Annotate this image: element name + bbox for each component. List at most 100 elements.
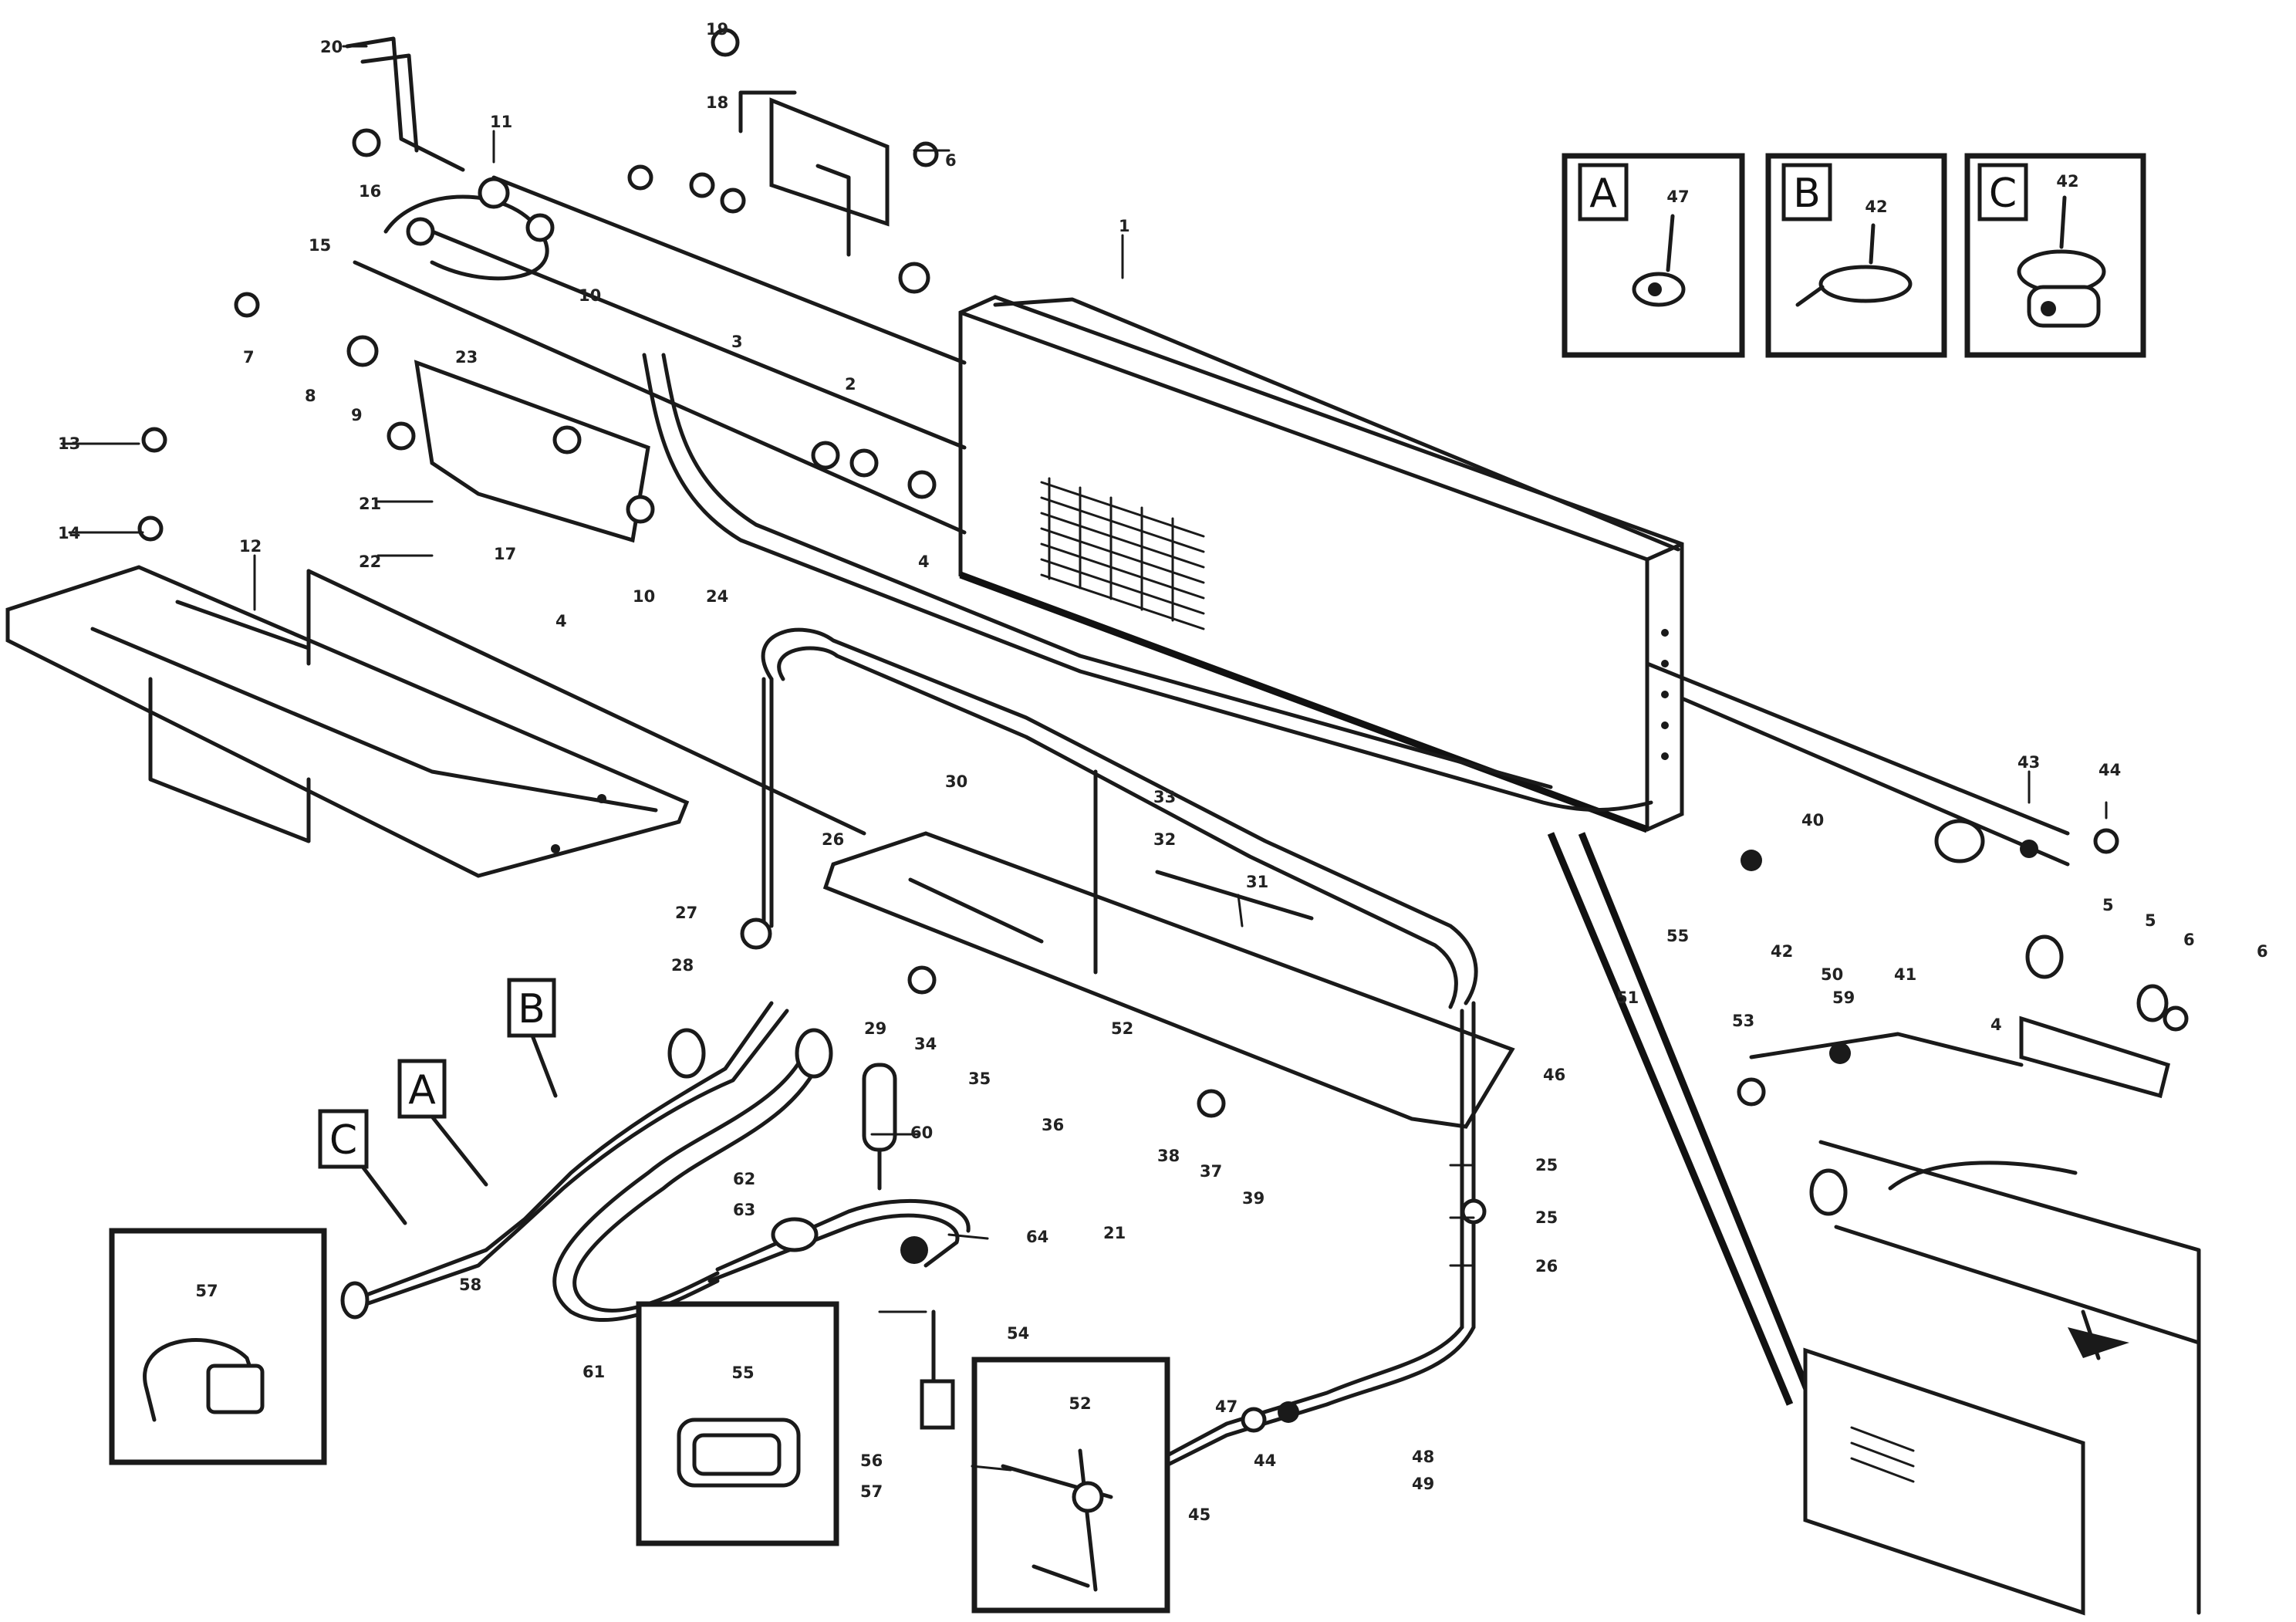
part-label: 38 xyxy=(1157,1147,1180,1165)
part-label: 5 xyxy=(2145,911,2156,930)
u-tube xyxy=(761,627,1478,1330)
legend-part-a: 47 xyxy=(1666,188,1689,206)
legend-part-b: 42 xyxy=(1865,198,1887,216)
part-label: 39 xyxy=(1242,1189,1264,1208)
part-label: 36 xyxy=(1042,1116,1064,1134)
part-label: 53 xyxy=(1732,1012,1754,1030)
part-label: 60 xyxy=(910,1124,933,1142)
part-label: 51 xyxy=(1616,988,1639,1007)
part-label: 64 xyxy=(1026,1228,1048,1246)
part-label: 15 xyxy=(309,236,331,255)
part-label: 45 xyxy=(1188,1505,1210,1524)
part-label: 52 xyxy=(1111,1019,1133,1038)
part-label: 25 xyxy=(1535,1208,1558,1227)
part-label: 19 xyxy=(706,20,728,39)
part-label: 26 xyxy=(1535,1257,1558,1276)
part-label: 59 xyxy=(1832,988,1855,1007)
part-label: 42 xyxy=(1771,942,1793,961)
part-label: 55 xyxy=(1666,927,1689,945)
legend-letter-c: C xyxy=(1989,171,2017,217)
part-label: 10 xyxy=(633,587,655,606)
detail-number-middle: 55 xyxy=(731,1363,754,1382)
part-label: 43 xyxy=(2017,753,2040,772)
legend-letter-b: B xyxy=(1793,171,1821,217)
part-label: 22 xyxy=(359,552,381,571)
part-label: 8 xyxy=(305,387,316,405)
part-label: 16 xyxy=(359,182,381,201)
callout-letter-b: B xyxy=(518,986,545,1032)
part-label: 5 xyxy=(2102,896,2114,914)
part-label: 10 xyxy=(579,286,601,305)
legend-box-a: A 47 xyxy=(1562,153,1745,358)
detail-number-left: 57 xyxy=(195,1282,218,1300)
lower-hoses xyxy=(340,1001,1476,1468)
detail-box-left: 57 xyxy=(109,1228,327,1465)
part-label: 44 xyxy=(1254,1451,1276,1470)
part-label: 11 xyxy=(490,113,512,131)
fasteners xyxy=(137,28,2189,1433)
part-label: 62 xyxy=(733,1170,755,1188)
part-label: 2 xyxy=(845,375,856,394)
part-label: 6 xyxy=(945,151,957,170)
detail-box-middle: 55 xyxy=(636,1301,839,1546)
part-label: 54 xyxy=(1007,1324,1029,1343)
legend-letter-a: A xyxy=(1589,171,1617,217)
left-guard xyxy=(5,565,690,878)
right-side-assembly xyxy=(1547,819,2201,1616)
part-label: 29 xyxy=(864,1019,886,1038)
part-label: 17 xyxy=(494,545,516,563)
part-label: 58 xyxy=(459,1276,481,1294)
legend-box-c: C 42 xyxy=(1964,153,2146,358)
part-label: 21 xyxy=(359,495,381,513)
part-label: 48 xyxy=(1412,1448,1434,1466)
cooler-grille xyxy=(1040,477,1205,630)
part-label: 26 xyxy=(822,830,844,849)
part-label: 4 xyxy=(1990,1015,2002,1034)
part-label: 34 xyxy=(914,1035,937,1053)
part-label: 13 xyxy=(58,434,80,453)
part-label: 1 xyxy=(1119,217,1130,235)
detail-box-right: 52 xyxy=(971,1357,1170,1614)
callout-letter-c: C xyxy=(329,1117,357,1164)
part-label: 49 xyxy=(1412,1475,1434,1493)
part-label: 33 xyxy=(1153,788,1176,806)
part-label: 46 xyxy=(1543,1066,1565,1084)
part-label: 44 xyxy=(2098,761,2121,779)
callout-letter-a: A xyxy=(408,1067,436,1113)
part-numbers: 20 19 18 6 1 11 16 15 10 23 7 8 9 13 14 … xyxy=(58,20,2268,1524)
legend-box-b: B 42 xyxy=(1765,153,1947,358)
part-label: 47 xyxy=(1215,1397,1237,1416)
part-label: 61 xyxy=(582,1363,605,1381)
part-label: 37 xyxy=(1200,1162,1222,1181)
part-label: 40 xyxy=(1801,811,1824,830)
part-label: 4 xyxy=(555,612,567,630)
part-label: 4 xyxy=(918,552,930,571)
part-label: 9 xyxy=(351,406,363,424)
part-label: 28 xyxy=(671,956,694,975)
part-label: 12 xyxy=(239,537,262,556)
part-label: 56 xyxy=(860,1451,883,1470)
part-label: 23 xyxy=(455,348,478,367)
part-label: 41 xyxy=(1894,965,1916,984)
part-label: 7 xyxy=(243,348,255,367)
detail-number-right: 52 xyxy=(1069,1394,1091,1413)
part-label: 27 xyxy=(675,904,697,922)
part-label: 57 xyxy=(860,1482,883,1501)
part-label: 3 xyxy=(731,333,743,351)
part-label: 21 xyxy=(1103,1224,1126,1242)
part-label: 32 xyxy=(1153,830,1176,849)
part-label: 20 xyxy=(320,38,343,56)
part-label: 30 xyxy=(945,772,967,791)
part-label: 35 xyxy=(968,1070,991,1088)
callout-markers: B A C xyxy=(318,978,558,1225)
part-label: 50 xyxy=(1821,965,1843,984)
legend-part-c: 42 xyxy=(2056,172,2078,191)
part-label: 14 xyxy=(58,524,80,542)
oil-cooler xyxy=(958,295,1684,833)
upper-rails xyxy=(345,36,2070,867)
part-label: 31 xyxy=(1246,873,1268,891)
part-label: 25 xyxy=(1535,1156,1558,1174)
part-label: 63 xyxy=(733,1201,755,1219)
leader-lines xyxy=(60,45,2108,1472)
